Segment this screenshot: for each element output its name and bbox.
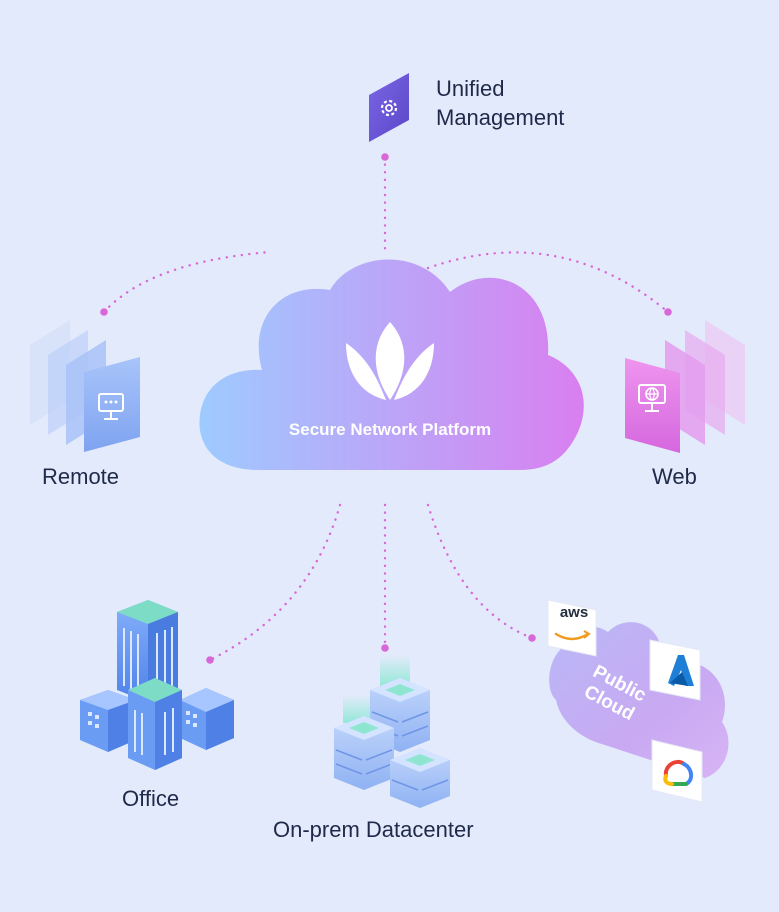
lotus-logo-icon (346, 322, 434, 400)
connector-endpoints (100, 153, 672, 664)
azure-logo-icon (649, 639, 701, 701)
office-label: Office (122, 786, 180, 811)
connector-public-cloud (426, 503, 534, 640)
monitor-chat-icon (30, 320, 140, 452)
connector-office (208, 503, 342, 662)
endpoint-dot (528, 634, 536, 642)
platform-title: Secure Network Platform (288, 420, 492, 439)
datacenter-label: On-prem Datacenter (273, 817, 474, 842)
google-cloud-logo-icon (651, 739, 703, 803)
endpoint-dot (664, 308, 672, 316)
gear-icon (369, 73, 409, 142)
management-label: Unified Management (436, 76, 565, 130)
web-label: Web (652, 464, 697, 489)
aws-logo-icon (547, 599, 597, 657)
endpoint-dot (206, 656, 214, 664)
remote-label: Remote (42, 464, 120, 489)
aws-wordmark: aws (559, 604, 589, 621)
connector-web (426, 251, 670, 314)
connectors (102, 155, 670, 662)
endpoint-dot (100, 308, 108, 316)
connector-remote (102, 250, 272, 314)
server-stack-icon (334, 655, 450, 808)
endpoint-dot (381, 153, 389, 161)
office-buildings-icon (80, 600, 234, 770)
globe-monitor-icon (625, 320, 745, 453)
endpoint-dot (381, 644, 389, 652)
